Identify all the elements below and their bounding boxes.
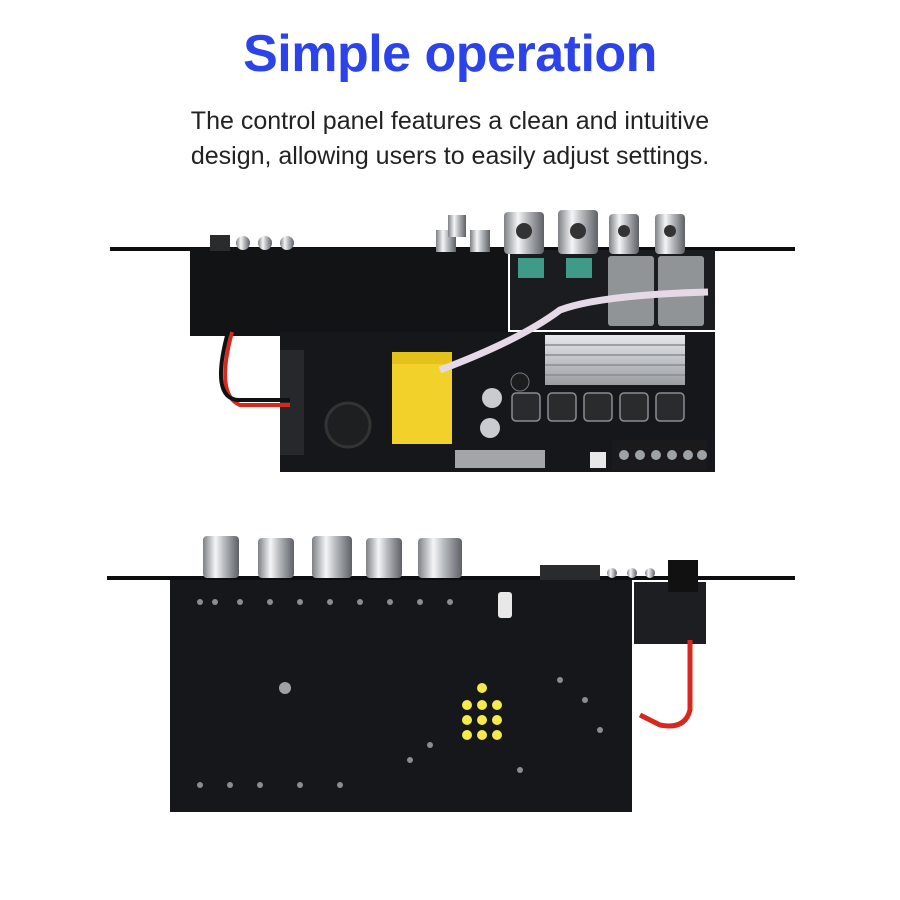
rca-jacks [436, 210, 685, 254]
amplifier-board-top-photo [0, 200, 900, 490]
solder-side-pcb [170, 580, 632, 812]
heatsink [545, 335, 685, 385]
bluetooth-module [634, 582, 706, 644]
page-title: Simple operation [243, 25, 657, 83]
front-panel [190, 248, 508, 336]
page-subtitle: The control panel features a clean and i… [190, 107, 710, 170]
amplifier-board-bottom-photo [0, 520, 900, 820]
rca-jacks-bottom [203, 536, 462, 578]
led-cluster [462, 683, 502, 740]
